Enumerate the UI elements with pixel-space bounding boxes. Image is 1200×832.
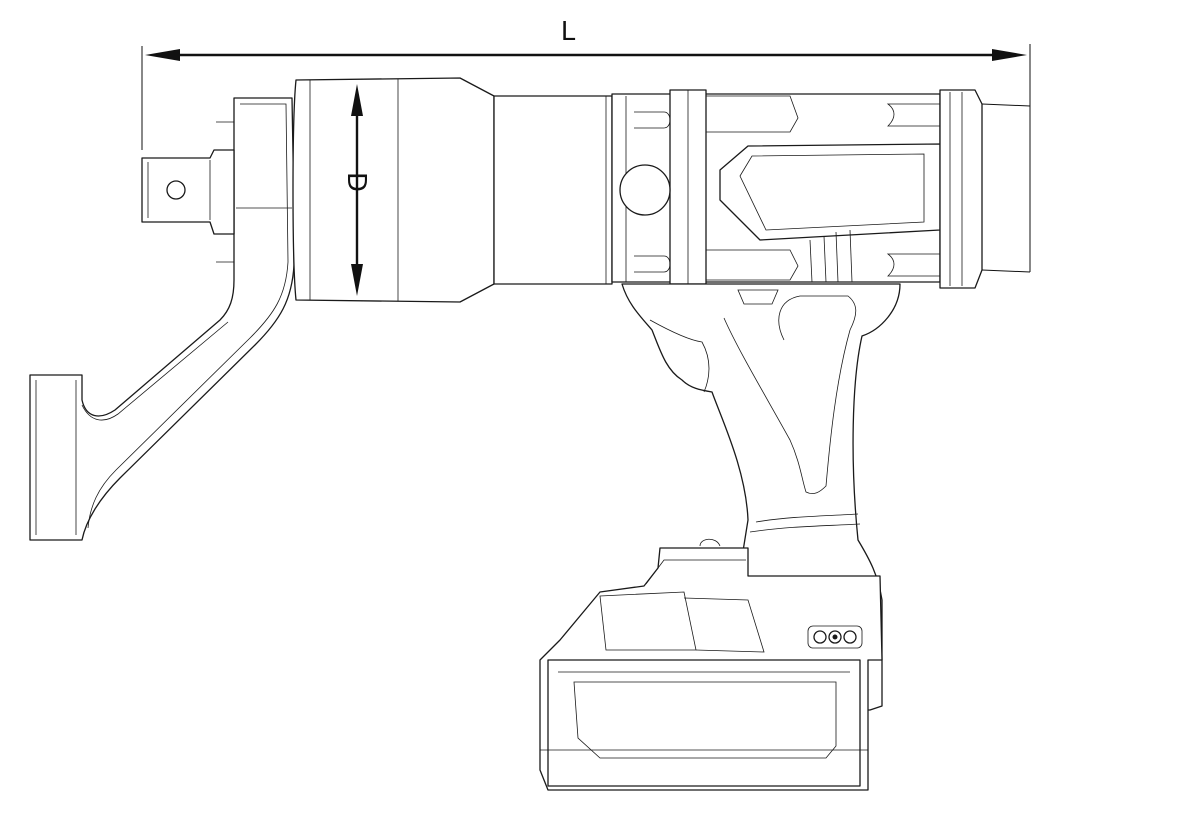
side-knob [619, 164, 671, 216]
battery-pack [539, 538, 883, 791]
rear-cap [939, 89, 983, 289]
drive-pin-hole [166, 180, 186, 200]
indicator-led-2-dot [832, 634, 838, 640]
indicator-led-3 [843, 630, 857, 644]
square-drive [141, 121, 235, 263]
length-label: L [561, 17, 576, 47]
diameter-label: D [341, 172, 371, 192]
reaction-arm [29, 97, 295, 541]
gearbox-head [292, 77, 613, 303]
motor-housing [611, 89, 941, 285]
indicator-led-1 [813, 630, 827, 644]
length-dimension: L [141, 17, 1031, 273]
indicator-led-2 [828, 630, 842, 644]
led-panel [807, 625, 863, 649]
diameter-dimension: D [341, 84, 371, 296]
